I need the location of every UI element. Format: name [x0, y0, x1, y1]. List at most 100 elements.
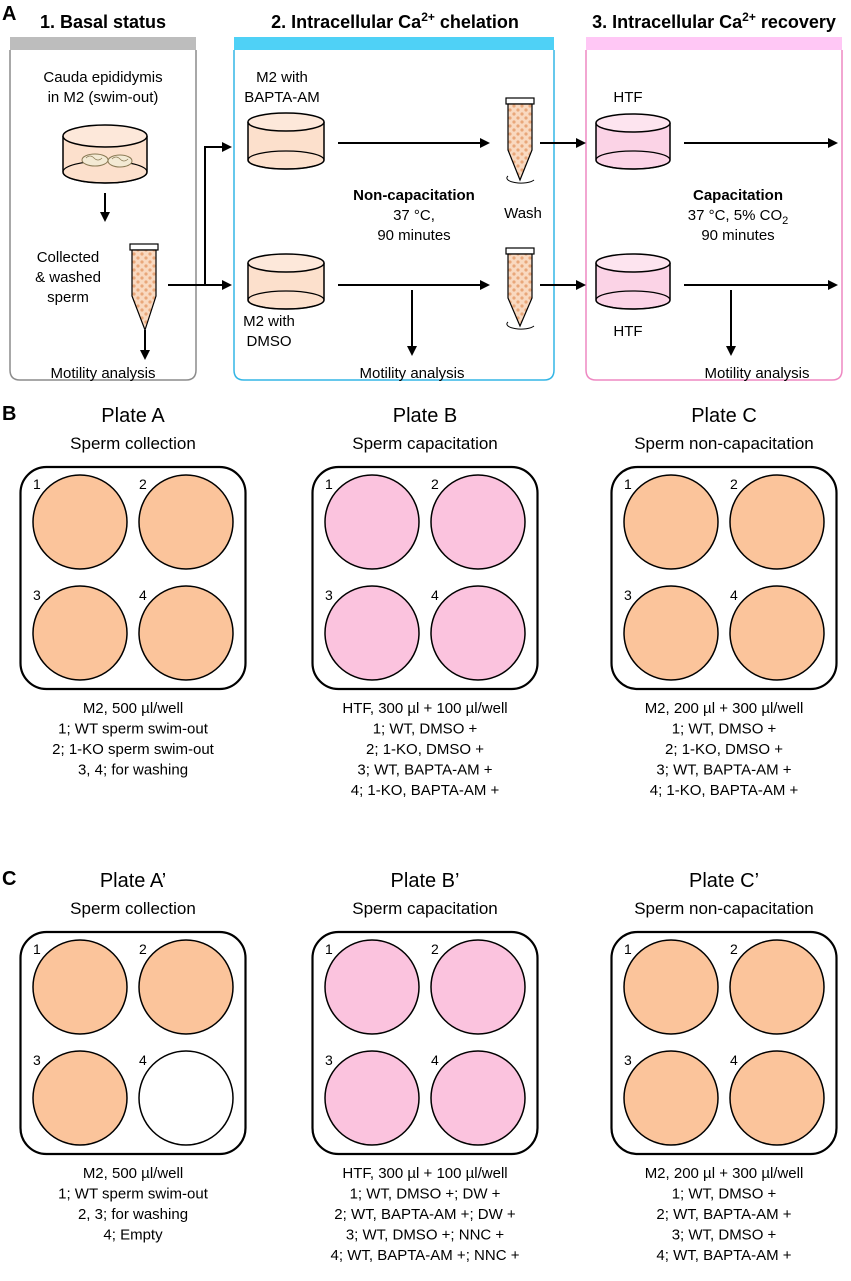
plate-desc-line: 4; Empty [103, 1227, 163, 1244]
well-1 [324, 939, 420, 1035]
well-4 [138, 585, 234, 681]
well-2 [729, 939, 825, 1035]
well-number: 4 [730, 1052, 738, 1068]
stage-box-basal [9, 50, 197, 381]
well-3 [32, 1050, 128, 1146]
well-2 [430, 474, 526, 570]
plate-desc-line: M2, 500 µl/well [83, 700, 183, 717]
well-number: 2 [730, 476, 738, 492]
well-1 [623, 474, 719, 570]
plate-subtitle: Sperm collection [70, 434, 196, 453]
well-number: 1 [624, 476, 632, 492]
motility-chelation: Motility analysis [359, 365, 464, 382]
motility-basal: Motility analysis [50, 365, 155, 382]
well-number: 3 [33, 587, 41, 603]
well-1 [32, 939, 128, 1035]
plate-subtitle: Sperm collection [70, 899, 196, 918]
collected-line1: Collected [37, 249, 100, 266]
plate-desc-line: 1; WT, DMSO + [373, 721, 478, 738]
well-number: 2 [431, 476, 439, 492]
well-1 [32, 474, 128, 570]
well-4 [430, 585, 526, 681]
plate-desc-line: 4; 1-KO, BAPTA-AM + [351, 782, 500, 799]
collected-line3: sperm [47, 289, 89, 306]
panel-letter-c: C [2, 868, 16, 890]
well-number: 3 [624, 1052, 632, 1068]
panel-letter-a: A [2, 3, 16, 25]
well-4 [729, 585, 825, 681]
well-number: 1 [33, 476, 41, 492]
stage-bar-chelation [234, 37, 554, 50]
plate-title: Plate B’ [391, 870, 460, 892]
well-4 [430, 1050, 526, 1146]
plate-desc-line: 2; 1-KO sperm swim-out [52, 741, 215, 758]
well-number: 2 [139, 941, 147, 957]
plate-desc-line: M2, 200 µl + 300 µl/well [645, 700, 804, 717]
collected-line2: & washed [35, 269, 101, 286]
noncap-title: Non-capacitation [353, 187, 475, 204]
plate-desc-line: 3; WT, DMSO + [672, 1227, 777, 1244]
plate-desc-line: 2, 3; for washing [78, 1206, 188, 1223]
htf-top-label: HTF [613, 89, 642, 106]
well-number: 3 [325, 587, 333, 603]
wash-tube-top [505, 97, 535, 184]
well-3 [32, 585, 128, 681]
epididymis-tissue-right [107, 154, 133, 168]
cap-line2: 90 minutes [701, 227, 774, 244]
stage-box-chelation [233, 50, 555, 381]
well-1 [623, 939, 719, 1035]
plate-desc-line: 1; WT sperm swim-out [58, 721, 209, 738]
plate-title: Plate C’ [689, 870, 759, 892]
motility-recovery: Motility analysis [704, 365, 809, 382]
plate-desc-line: 3; WT, BAPTA-AM + [656, 762, 791, 779]
stage-title-recovery-main: 3. Intracellular Ca [592, 12, 743, 32]
plate-desc-line: 1; WT sperm swim-out [58, 1186, 209, 1203]
well-number: 1 [325, 941, 333, 957]
well-number: 4 [139, 1052, 147, 1068]
stage-bar-basal [10, 37, 196, 50]
plate-desc-line: 4; WT, BAPTA-AM +; NNC + [331, 1247, 520, 1264]
well-3 [324, 1050, 420, 1146]
plate-title: Plate C [691, 405, 757, 427]
well-number: 4 [431, 587, 439, 603]
plate-desc-line: 1; WT, DMSO + [672, 1186, 777, 1203]
plate-title: Plate B [393, 405, 457, 427]
wash-label: Wash [504, 205, 542, 222]
bapta-dish [247, 112, 325, 170]
plate-desc-line: 3; WT, DMSO +; NNC + [346, 1227, 505, 1244]
well-1 [324, 474, 420, 570]
well-2 [430, 939, 526, 1035]
well-number: 1 [33, 941, 41, 957]
stage-title-chelation: 2. Intracellular Ca2+ chelation [271, 10, 519, 32]
bapta-medium-line2: BAPTA-AM [244, 89, 320, 106]
cauda-label-line2: in M2 (swim-out) [48, 89, 159, 106]
cap-title: Capacitation [693, 187, 783, 204]
plate-desc-line: 1; WT, DMSO +; DW + [350, 1186, 501, 1203]
well-number: 1 [325, 476, 333, 492]
well-2 [729, 474, 825, 570]
plate-desc-line: 3; WT, BAPTA-AM + [357, 762, 492, 779]
plate-subtitle: Sperm capacitation [352, 434, 498, 453]
plate-desc-line: 1; WT, DMSO + [672, 721, 777, 738]
plate-subtitle: Sperm non-capacitation [634, 434, 814, 453]
well-2 [138, 939, 234, 1035]
well-3 [324, 585, 420, 681]
htf-dish-top [595, 113, 671, 170]
well-2 [138, 474, 234, 570]
plate-title: Plate A [101, 405, 165, 427]
well-3 [623, 1050, 719, 1146]
well-4 [138, 1050, 234, 1146]
plate-desc-line: 2; WT, BAPTA-AM + [656, 1206, 791, 1223]
plate-subtitle: Sperm capacitation [352, 899, 498, 918]
dmso-medium-line1: M2 with [243, 313, 295, 330]
well-4 [729, 1050, 825, 1146]
plate-desc-line: 2; WT, BAPTA-AM +; DW + [334, 1206, 516, 1223]
plate-desc-line: M2, 200 µl + 300 µl/well [645, 1165, 804, 1182]
bapta-medium-line1: M2 with [256, 69, 308, 86]
plate-desc-line: 4; 1-KO, BAPTA-AM + [650, 782, 799, 799]
plate-desc-line: HTF, 300 µl + 100 µl/well [342, 700, 507, 717]
